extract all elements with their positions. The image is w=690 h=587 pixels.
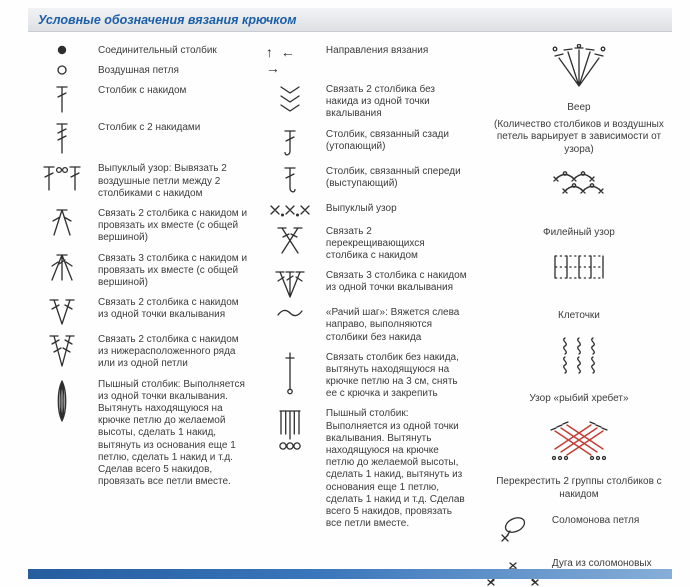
legend-item-label: Столбик с накидом	[98, 85, 187, 97]
legend-item-label: Связать 2 столбика без накида из одной т…	[325, 84, 436, 120]
legend-item: Связать 3 столбика с накидом из одной то…	[264, 269, 468, 299]
legend-item: Перекрестить 2 группы столбиков с накидо…	[484, 418, 674, 500]
double-crochet-2yo-icon	[36, 121, 88, 155]
legend-item-title: Перекрестить 2 группы столбиков с накидо…	[496, 476, 662, 500]
legend-item: Столбик с накидом	[36, 84, 248, 114]
legend-column-2: ↑ ← → Направления вязания Связать 2 стол…	[264, 44, 468, 561]
legend-item-title: Клеточки	[558, 309, 600, 321]
legend-item: Пышный столбик: Выполняется из одной точ…	[264, 407, 468, 530]
legend-item: Связать столбик без накида, вытянуть нах…	[264, 351, 468, 401]
legend-item-note: (Количество столбиков и воздушных петель…	[494, 119, 664, 155]
legend-item-label: Соединительный столбик	[98, 45, 217, 56]
legend-item: Соломонова петля	[484, 514, 674, 544]
legend-item-label: Пышный столбик: Выполняется из одной точ…	[98, 378, 245, 488]
solomon-knot-icon	[484, 514, 542, 544]
legend-item: ↑ ← → Направления вязания	[264, 44, 468, 76]
legend-item: Столбик, связанный спереди (выступающий)	[264, 165, 468, 195]
3dc-together-icon	[36, 252, 88, 282]
legend-item-title: Филейный узор	[543, 226, 615, 238]
fan-shell-icon	[551, 44, 607, 96]
legend-item: Соединительный столбик	[36, 44, 248, 57]
2sc-same-point-icon	[264, 83, 316, 113]
legend-item: Связать 2 столбика с накидом из нижерасп…	[36, 333, 248, 371]
page-title: Условные обозначения вязания крючком	[38, 12, 297, 27]
direction-arrows-icon: ↑ ← →	[265, 44, 297, 76]
legend-item-label: Столбик, связанный спереди (выступающий)	[325, 165, 461, 189]
legend-item: Воздушная петля	[36, 64, 248, 77]
legend-item-title: Соломонова петля	[551, 514, 640, 526]
front-post-dc-icon	[264, 165, 316, 195]
legend-item: Веер (Количество столбиков и воздушных п…	[484, 44, 674, 156]
slip-stitch-icon	[36, 44, 88, 56]
legend-item-label: Связать 3 столбика с накидом из одной то…	[325, 270, 467, 294]
3dc-same-point-icon	[264, 269, 316, 299]
crossed-dc-groups-icon	[549, 418, 609, 470]
legend-item-label: Выпуклый узор	[325, 202, 397, 214]
legend-item: Связать 3 столбика с накидом и провязать…	[36, 252, 248, 290]
legend-item: Столбик, связанный сзади (утопающий)	[264, 128, 468, 158]
legend-item-label: Связать 2 столбика с накидом и провязать…	[98, 207, 248, 244]
legend-item-label: Столбик с 2 накидами	[98, 122, 201, 134]
relief-2ch-between-2dc-icon	[36, 162, 88, 192]
legend-item-label: «Рачий шаг»: Вяжется слева направо, выпо…	[325, 307, 460, 343]
legend-item: Выпуклый узор	[264, 202, 468, 218]
filet-mesh-icon	[552, 169, 606, 221]
legend-item: Связать 2 столбика без накида из одной т…	[264, 83, 468, 121]
herringbone-icon	[557, 335, 601, 387]
back-post-dc-icon	[264, 128, 316, 158]
puff-stitch-icon	[36, 378, 88, 424]
legend-column-3: Веер (Количество столбиков и воздушных п…	[484, 44, 674, 586]
legend-item: Клеточки	[484, 252, 674, 322]
legend-item: Связать 2 столбика с накидом и провязать…	[36, 207, 248, 245]
legend-item-label: Пышный столбик: Выполняется из одной точ…	[325, 408, 465, 530]
legend-item-label: Воздушная петля	[98, 65, 179, 77]
puff-stitch-on-chain-icon	[264, 407, 316, 453]
legend-item-label: Связать столбик без накида, вытянуть нах…	[325, 351, 459, 400]
legend-item: Выпуклый узор: Вывязать 2 воздушные петл…	[36, 162, 248, 200]
chain-stitch-icon	[36, 64, 88, 76]
crab-stitch-icon	[264, 306, 316, 320]
legend-item-title: Веер	[567, 102, 591, 113]
legend-item-label: Столбик, связанный сзади (утопающий)	[325, 128, 449, 152]
legend-item: Пышный столбик: Выполняется из одной точ…	[36, 378, 248, 489]
cells-grid-icon	[551, 252, 607, 304]
legend-item-label: Связать 2 столбика с накидом из одной то…	[98, 297, 239, 321]
bottom-accent-bar	[28, 569, 672, 579]
legend-item-label: Выпуклый узор: Вывязать 2 воздушные петл…	[98, 163, 227, 199]
legend-item-label: Направления вязания	[325, 45, 429, 56]
relief-x-dots-icon	[264, 202, 316, 218]
double-crochet-icon	[36, 84, 88, 114]
legend-item-label: Связать 3 столбика с накидом и провязать…	[98, 252, 248, 288]
2dc-together-icon	[36, 207, 88, 237]
legend-item: Связать 2 перекрещивающихся столбика с н…	[264, 225, 468, 263]
2-crossed-dc-icon	[264, 225, 316, 255]
legend-item-label: Связать 2 перекрещивающихся столбика с н…	[325, 225, 425, 261]
page-header: Условные обозначения вязания крючком	[28, 8, 672, 32]
extended-sc-icon	[264, 351, 316, 395]
legend-item-label: Связать 2 столбика с накидом из нижерасп…	[98, 334, 239, 370]
2dc-lower-row-icon	[36, 333, 88, 369]
legend-column-1: Соединительный столбик Воздушная петля С…	[36, 44, 248, 561]
legend-item: Столбик с 2 накидами	[36, 121, 248, 155]
legend-item: Узор «рыбий хребет»	[484, 335, 674, 405]
2dc-same-point-icon	[36, 296, 88, 326]
legend-item-title: Узор «рыбий хребет»	[529, 393, 629, 405]
legend-content: Соединительный столбик Воздушная петля С…	[36, 44, 674, 586]
legend-item: «Рачий шаг»: Вяжется слева направо, выпо…	[264, 306, 468, 344]
legend-item: Связать 2 столбика с накидом из одной то…	[36, 296, 248, 326]
legend-item: Филейный узор	[484, 169, 674, 239]
